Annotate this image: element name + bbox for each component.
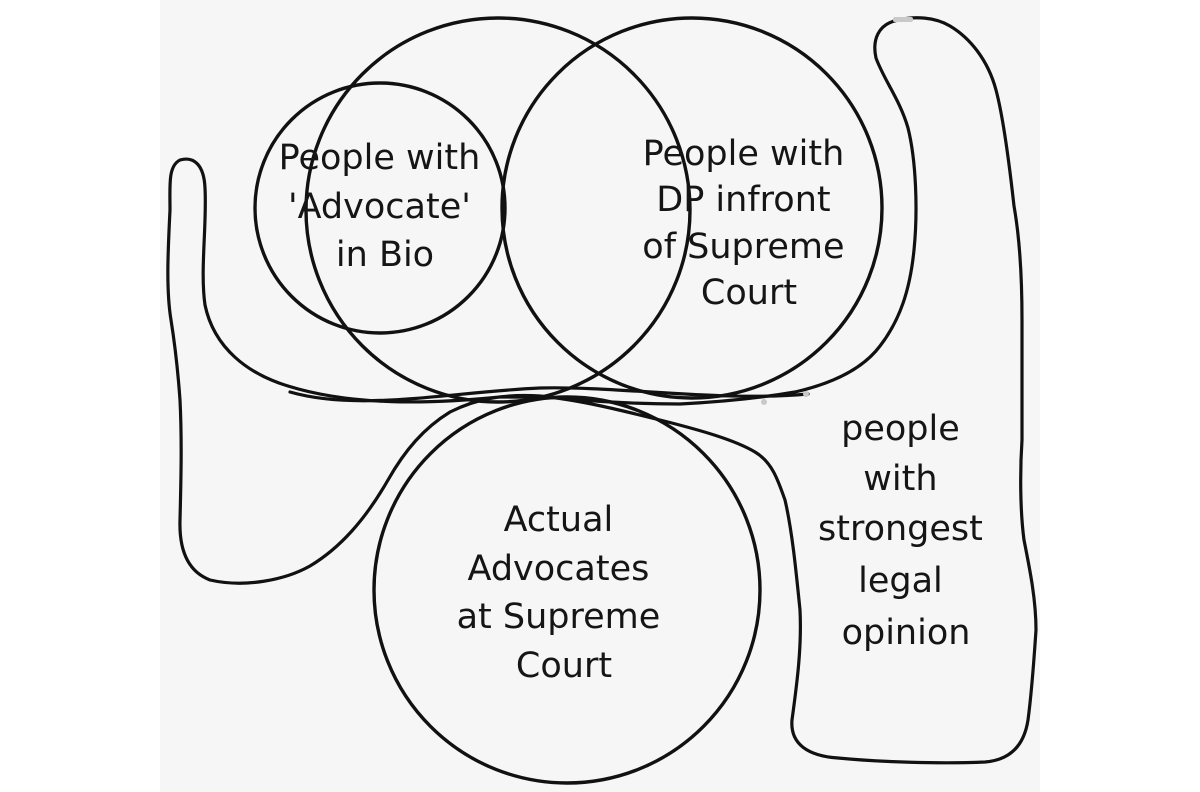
- actual-advocates-label: Actual Advocates at Supreme Court: [457, 500, 672, 686]
- smudge-dot: [761, 399, 767, 405]
- actual-line-3: at Supreme: [457, 597, 661, 637]
- strongest-opinion-label: people with strongest legal opinion: [818, 409, 994, 653]
- advocate-bio-circle: [253, 81, 507, 335]
- dp-line-4: Court: [701, 273, 797, 313]
- strongest-line-1: people: [841, 409, 960, 449]
- advocate-bio-label: People with 'Advocate' in Bio: [279, 138, 492, 275]
- advocate-bio-line-1: People with: [279, 138, 481, 178]
- advocate-bio-circle-outer: [304, 16, 692, 404]
- smudge-mark: [893, 17, 913, 22]
- strongest-line-2: with: [863, 459, 937, 499]
- strongest-line-4: legal: [858, 561, 943, 601]
- dp-supreme-court-circle: [500, 16, 884, 400]
- dp-line-3: of Supreme: [642, 227, 844, 267]
- actual-line-2: Advocates: [468, 549, 650, 589]
- actual-line-4: Court: [516, 646, 612, 686]
- smudge-dot: [803, 391, 809, 397]
- advocate-bio-line-2: 'Advocate': [288, 187, 471, 227]
- dp-line-1: People with: [643, 134, 845, 174]
- advocate-bio-line-3: in Bio: [336, 235, 434, 275]
- strongest-opinion-outline: [166, 16, 1038, 765]
- dp-supreme-court-label: People with DP infront of Supreme Court: [642, 134, 855, 313]
- actual-line-1: Actual: [504, 500, 614, 540]
- actual-advocates-circle: [372, 395, 762, 785]
- dp-line-2: DP infront: [656, 180, 830, 220]
- strongest-line-5: opinion: [842, 613, 971, 653]
- strongest-line-3: strongest: [818, 509, 983, 549]
